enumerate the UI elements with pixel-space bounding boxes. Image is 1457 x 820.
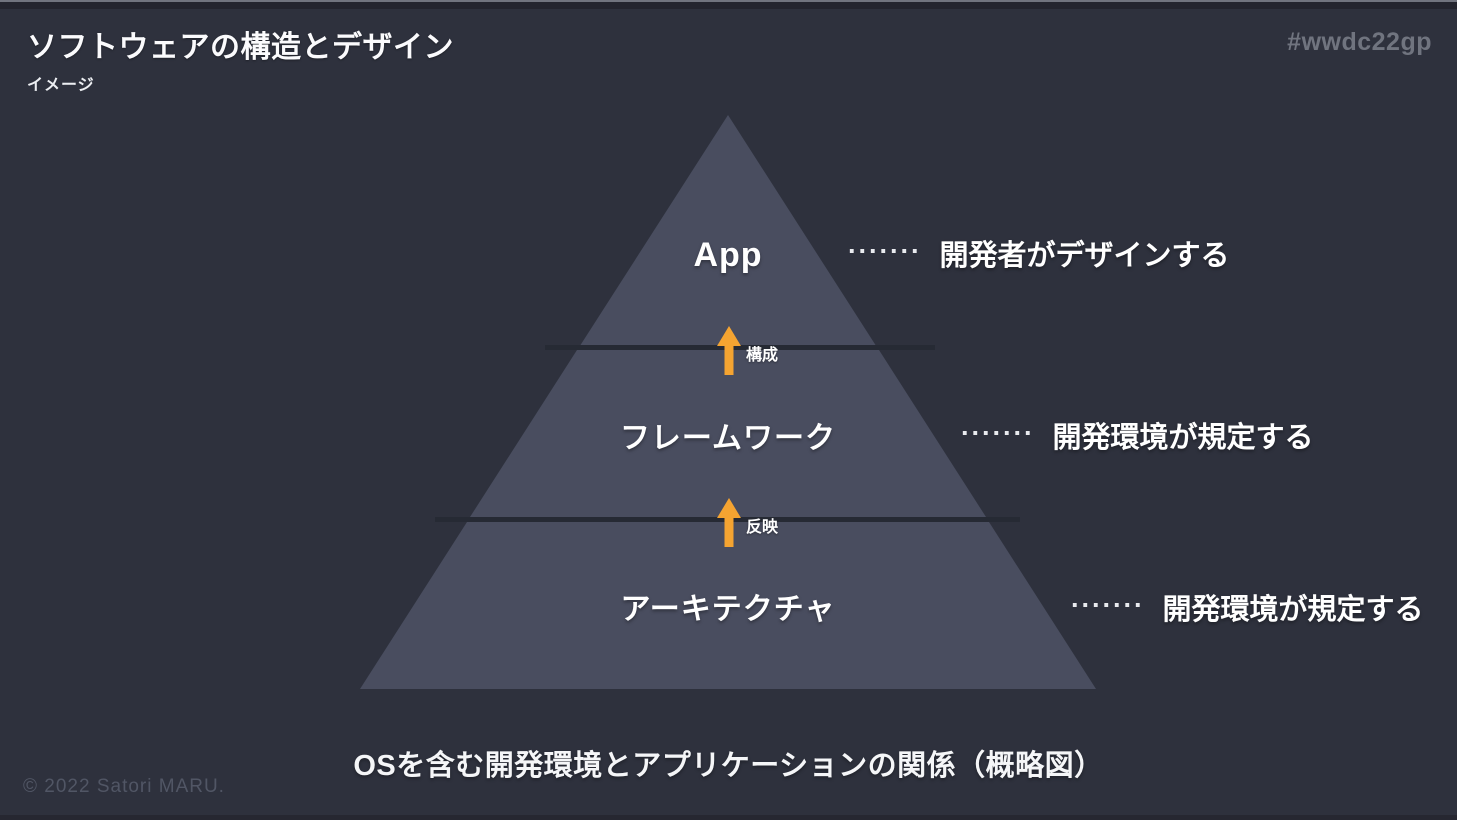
arrow-label-reflection: 反映 [746,519,779,536]
copyright-notice: © 2022 Satori MARU. [23,776,225,797]
annotation-row-framework: ······· 開発環境が規定する [961,417,1314,454]
top-edge-line [0,0,1457,2]
top-edge-band [0,2,1457,9]
arrow-up-icon-composition [717,326,741,375]
layer-label-framework: フレームワーク [619,422,837,455]
layer-label-app: App [693,235,763,274]
arrow-label-composition: 構成 [746,347,779,364]
annotation-text-architecture: 開発環境が規定する [1162,594,1424,626]
divider-line-app-framework [545,345,935,350]
leader-dots: ······· [1071,589,1145,620]
annotation-text-framework: 開発環境が規定する [1052,422,1314,454]
slide-caption: OSを含む開発環境とアプリケーションの関係（概略図） [353,750,1104,782]
layer-label-architecture: アーキテクチャ [620,593,836,626]
annotation-row-architecture: ······· 開発環境が規定する [1071,589,1424,626]
leader-dots: ······· [961,417,1035,448]
slide-subtitle: イメージ [27,77,95,94]
annotation-text-app: 開発者がデザインする [939,240,1230,272]
arrow-up-icon-reflection [717,498,741,547]
header: ソフトウェアの構造とデザイン イメージ [27,22,454,95]
leader-dots: ······· [848,235,922,266]
bottom-edge-band [0,815,1457,820]
annotation-row-app: ······· 開発者がデザインする [848,235,1230,272]
layer-shape-architecture [360,522,1096,689]
slide-title: ソフトウェアの構造とデザイン [27,31,454,64]
hashtag-label: #wwdc22gp [1287,28,1432,56]
layer-shape-framework [470,350,986,517]
layer-shape-app [580,115,876,345]
